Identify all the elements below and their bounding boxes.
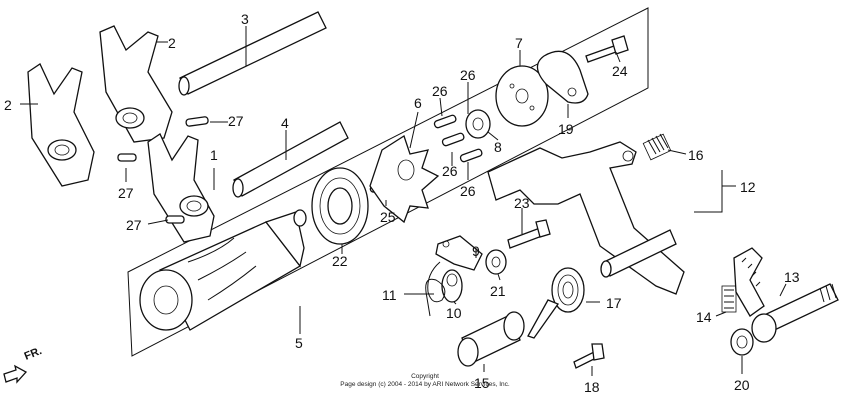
callout-17: 17	[606, 295, 622, 311]
bolt-18	[573, 343, 605, 369]
callout-9: 9	[472, 243, 480, 259]
callout-26-b: 26	[432, 83, 448, 99]
callout-3: 3	[241, 11, 249, 27]
callout-2-left: 2	[4, 97, 12, 113]
callout-24: 24	[612, 63, 628, 79]
pin-27-c	[165, 215, 185, 224]
copyright-notice: Page design (c) 2004 - 2014 by ARI Netwo…	[340, 381, 510, 388]
spring-11	[425, 261, 446, 317]
callout-10: 10	[446, 305, 462, 321]
callout-4: 4	[281, 115, 289, 131]
callout-21: 21	[490, 283, 506, 299]
plate-19	[536, 50, 589, 104]
bearing-22	[311, 167, 369, 245]
callout-2-upper: 2	[168, 35, 176, 51]
spring-14	[721, 285, 737, 313]
callout-6: 6	[414, 95, 422, 111]
bolt-23	[507, 219, 551, 249]
callout-27-c: 27	[126, 217, 142, 233]
callout-27-b: 27	[118, 185, 134, 201]
pin-27-b	[117, 153, 137, 162]
callout-15: 15	[474, 375, 490, 391]
callout-14: 14	[696, 309, 712, 325]
callout-26-a: 26	[460, 67, 476, 83]
spring-17	[527, 267, 585, 339]
washer-20	[730, 328, 754, 356]
callout-26-c: 26	[442, 163, 458, 179]
shift-arm-12	[487, 141, 685, 295]
spring-16	[642, 133, 672, 161]
callout-11: 11	[382, 287, 397, 303]
washer-21	[485, 249, 507, 275]
front-direction-label: FR.	[23, 345, 44, 363]
copyright-title: Copyright	[411, 373, 439, 380]
collar-8	[465, 109, 491, 139]
shift-fork-left	[27, 63, 95, 187]
callout-8: 8	[494, 139, 502, 155]
shift-spindle-13	[733, 247, 839, 343]
callout-25: 25	[380, 209, 396, 225]
bolt-24	[585, 35, 629, 63]
fork-shaft-3	[178, 11, 327, 96]
callout-26-d: 26	[460, 183, 476, 199]
shift-fork-center	[147, 133, 215, 243]
callout-13: 13	[784, 269, 800, 285]
pin-26-c	[459, 148, 483, 163]
plate-7	[495, 65, 549, 127]
leader-lines	[20, 26, 787, 376]
front-direction-arrow-icon	[3, 364, 28, 384]
callout-7: 7	[515, 35, 523, 51]
callout-23: 23	[514, 195, 530, 211]
callout-5: 5	[295, 335, 303, 351]
callout-12: 12	[740, 179, 756, 195]
callout-19: 19	[558, 121, 574, 137]
callout-20: 20	[734, 377, 750, 393]
callout-27-a: 27	[228, 113, 244, 129]
pin-26-b	[441, 132, 465, 147]
callout-18: 18	[584, 379, 600, 395]
assembly-frame	[127, 7, 649, 357]
pin-26-a	[433, 114, 457, 129]
shift-drum	[139, 209, 307, 331]
fork-shaft-4	[232, 121, 349, 198]
callout-1: 1	[210, 147, 218, 163]
stopper-9	[435, 235, 483, 271]
callout-16: 16	[688, 147, 704, 163]
callout-22: 22	[332, 253, 348, 269]
bush-15	[457, 311, 525, 367]
pin-27-a	[185, 116, 209, 127]
shift-fork-upper	[99, 25, 173, 143]
star-cam-6	[369, 135, 440, 224]
collar-10	[441, 269, 463, 303]
